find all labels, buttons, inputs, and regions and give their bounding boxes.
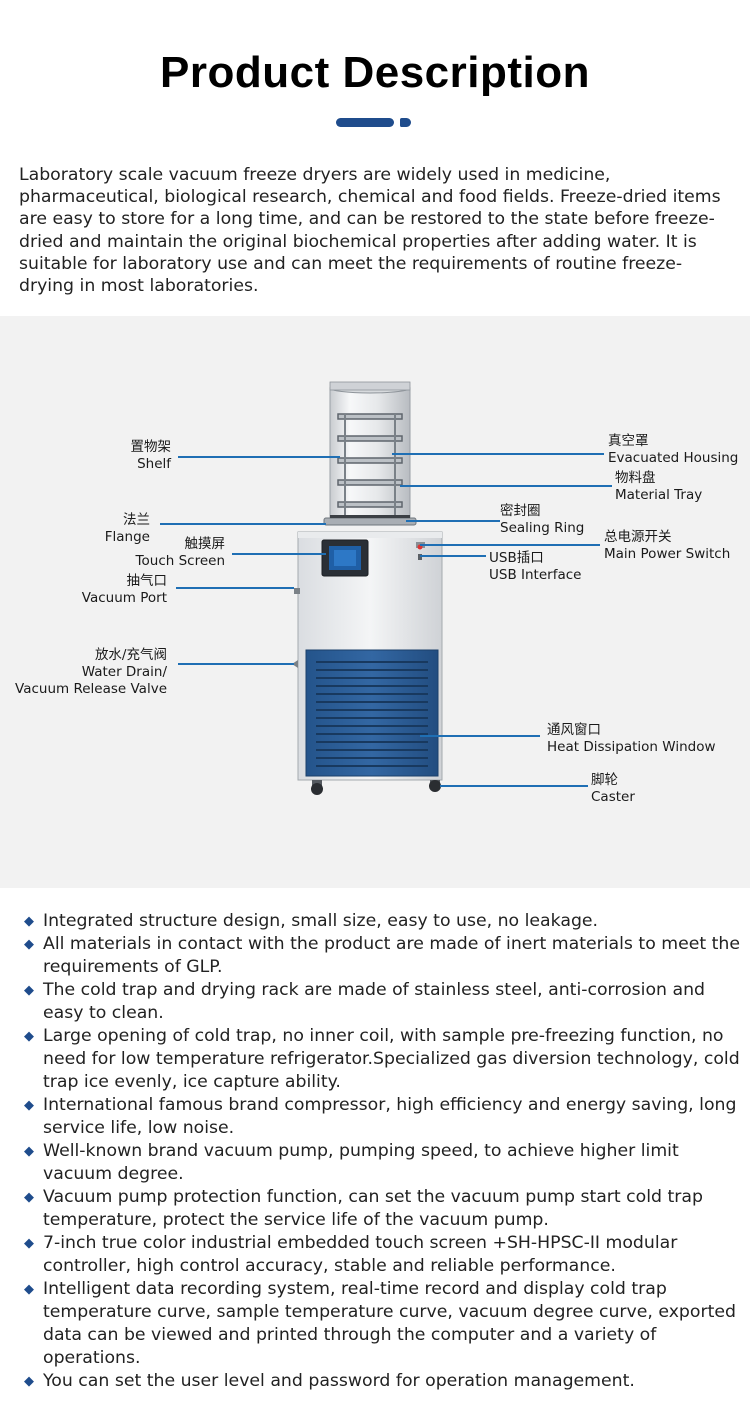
diamond-bullet-icon: ◆ — [24, 1374, 34, 1389]
list-item: ◆Intelligent data recording system, real… — [24, 1279, 736, 1368]
diamond-bullet-icon: ◆ — [24, 983, 34, 998]
diamond-bullet-icon: ◆ — [24, 914, 34, 929]
diamond-bullet-icon: ◆ — [24, 1282, 34, 1297]
heat-dissipation-panel — [305, 649, 439, 777]
title-underline-decoration — [336, 118, 411, 127]
list-item: ◆The cold trap and drying rack are made … — [24, 980, 705, 1023]
intro-paragraph: Laboratory scale vacuum freeze dryers ar… — [19, 165, 721, 297]
list-item: ◆7-inch true color industrial embedded t… — [24, 1233, 678, 1276]
diamond-bullet-icon: ◆ — [24, 1236, 34, 1251]
diamond-bullet-icon: ◆ — [24, 1029, 34, 1044]
list-item: ◆Well-known brand vacuum pump, pumping s… — [24, 1141, 679, 1184]
list-item: ◆Vacuum pump protection function, can se… — [24, 1187, 703, 1230]
freeze-dryer-illustration — [160, 381, 612, 795]
list-item: ◆You can set the user level and password… — [24, 1371, 635, 1391]
sealing-ring — [330, 515, 410, 518]
list-item: ◆International famous brand compressor, … — [24, 1095, 737, 1138]
feature-list: ◆Integrated structure design, small size… — [24, 910, 740, 1393]
vacuum-port — [294, 588, 300, 594]
drain-valve — [292, 660, 298, 668]
shelf-trays — [337, 413, 403, 516]
list-item: ◆All materials in contact with the produ… — [24, 934, 740, 977]
touch-screen-device — [321, 539, 369, 577]
evacuated-housing — [329, 381, 411, 521]
list-item: ◆Integrated structure design, small size… — [24, 911, 599, 931]
list-item: ◆Large opening of cold trap, no inner co… — [24, 1026, 740, 1092]
diamond-bullet-icon: ◆ — [24, 937, 34, 952]
diamond-bullet-icon: ◆ — [24, 1144, 34, 1159]
flange — [323, 517, 417, 526]
page-title: Product Description — [160, 48, 590, 97]
callout-lines — [160, 453, 612, 787]
casters — [311, 780, 441, 795]
diamond-bullet-icon: ◆ — [24, 1190, 34, 1205]
diamond-bullet-icon: ◆ — [24, 1098, 34, 1113]
